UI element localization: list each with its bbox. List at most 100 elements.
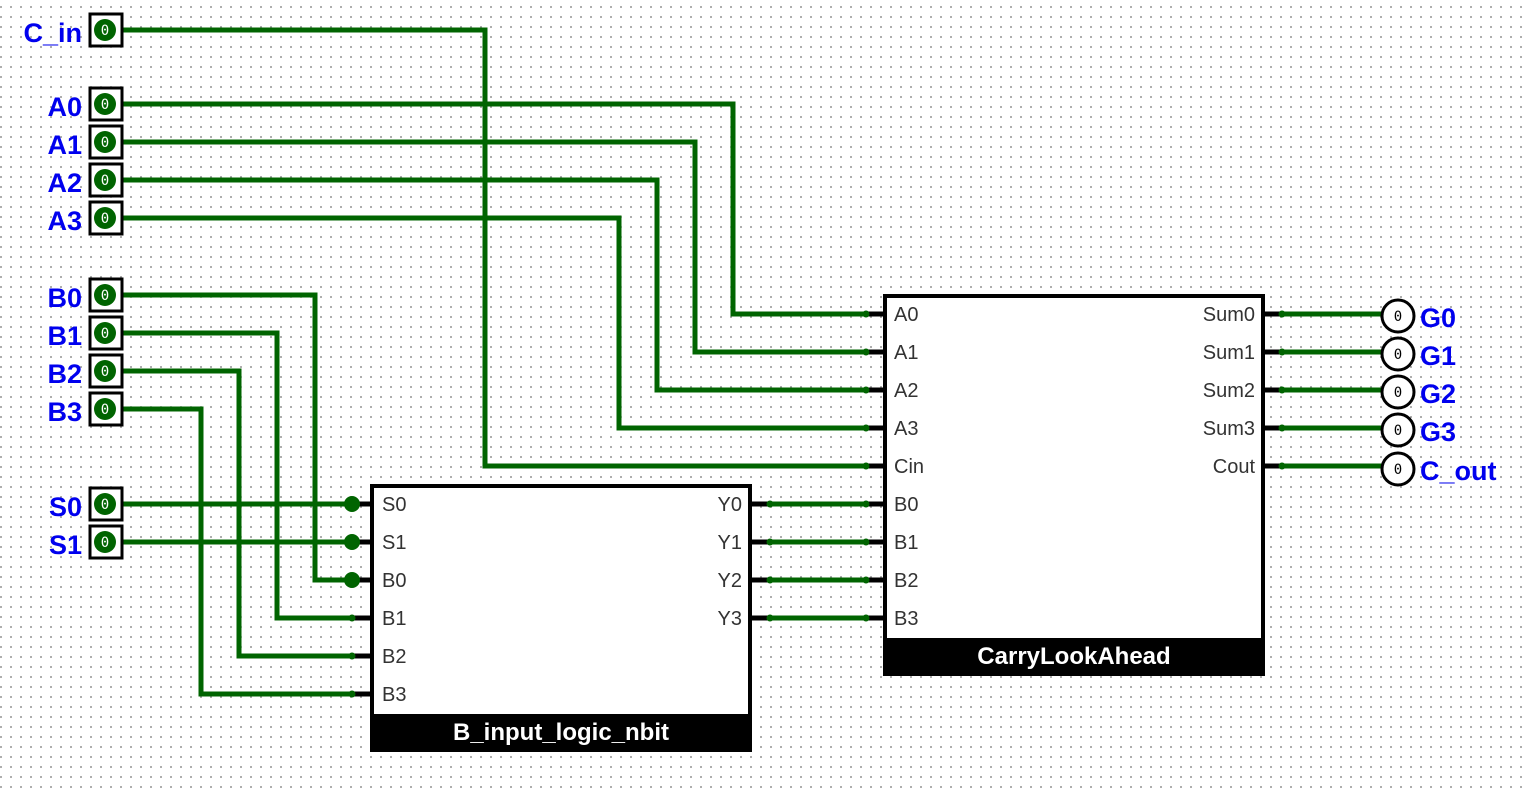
pin-led-icon — [94, 93, 116, 115]
pin-label: B1 — [47, 321, 82, 351]
cla-port-b1: B1 — [894, 532, 918, 554]
wire-b1 — [122, 330, 352, 621]
wire-cin — [122, 27, 866, 469]
port-dot — [862, 538, 870, 546]
pin-label: A0 — [47, 92, 82, 122]
port-dot — [862, 348, 870, 356]
cla-title-bar — [885, 638, 1263, 674]
input-pin-a2[interactable]: 0 A2 — [47, 162, 124, 198]
b-logic-port-b3: B3 — [382, 684, 406, 706]
b-logic-port-s1: S1 — [382, 532, 406, 554]
cla-port-a2: A2 — [894, 380, 918, 402]
input-pin-a0[interactable]: 0 A0 — [47, 86, 124, 122]
output-pin-c-out[interactable]: 0 C_out — [1380, 451, 1497, 487]
port-dot — [348, 614, 356, 622]
pin-led-icon — [94, 398, 116, 420]
junction-dot — [344, 534, 360, 550]
b-input-logic-block[interactable]: B_input_logic_nbit S0 S1 B0 B1 B2 B3 Y0 … — [352, 484, 770, 752]
cla-port-b3: B3 — [894, 608, 918, 630]
input-pin-s1[interactable]: 0 S1 — [49, 524, 124, 560]
cla-port-b2: B2 — [894, 570, 918, 592]
cla-port-sum1: Sum1 — [1203, 342, 1255, 364]
input-pin-a1[interactable]: 0 A1 — [47, 124, 124, 160]
wire-b0 — [122, 292, 352, 583]
b-logic-port-b1: B1 — [382, 608, 406, 630]
port-dot — [1278, 310, 1286, 318]
pin-value: 0 — [101, 402, 109, 418]
wire-b3 — [122, 406, 352, 697]
pin-label: S0 — [49, 492, 82, 522]
pin-led-icon — [94, 531, 116, 553]
input-pin-s0[interactable]: 0 S0 — [49, 486, 124, 522]
b-logic-port-b0: B0 — [382, 570, 406, 592]
carry-look-ahead-block[interactable]: CarryLookAhead A0 A1 A2 A3 Cin B0 B1 B2 … — [866, 294, 1282, 676]
port-dot — [1278, 348, 1286, 356]
pin-led-icon — [94, 131, 116, 153]
pin-led-icon — [94, 322, 116, 344]
port-dot — [862, 462, 870, 470]
cla-port-a1: A1 — [894, 342, 918, 364]
output-pin-g3[interactable]: 0 G3 — [1380, 412, 1456, 448]
pin-led-icon — [94, 169, 116, 191]
cla-port-cin: Cin — [894, 456, 924, 478]
pin-led-icon — [94, 207, 116, 229]
pin-label: S1 — [49, 530, 82, 560]
pin-label: A1 — [47, 130, 82, 160]
pin-value: 0 — [101, 23, 109, 39]
pin-led-icon — [94, 284, 116, 306]
output-pin-g2[interactable]: 0 G2 — [1380, 374, 1456, 410]
wire-a2 — [122, 177, 866, 393]
pin-value: 0 — [101, 97, 109, 113]
input-pin-b3[interactable]: 0 B3 — [47, 391, 124, 427]
pin-label: A3 — [47, 206, 82, 236]
cla-title: CarryLookAhead — [977, 643, 1170, 670]
input-pin-c-in[interactable]: 0 C_in — [23, 12, 124, 48]
pin-value: 0 — [1394, 309, 1402, 325]
b-logic-port-s0: S0 — [382, 494, 406, 516]
pin-label: C_out — [1420, 456, 1497, 486]
b-logic-port-y1: Y1 — [718, 532, 742, 554]
b-logic-port-y3: Y3 — [718, 608, 742, 630]
port-dot — [1278, 386, 1286, 394]
b-input-logic-title-bar — [372, 714, 750, 750]
input-pin-b0[interactable]: 0 B0 — [47, 277, 124, 313]
pin-label: G1 — [1420, 341, 1456, 371]
pin-value: 0 — [1394, 423, 1402, 439]
port-dot — [766, 614, 774, 622]
cla-port-cout: Cout — [1213, 456, 1256, 478]
pin-value: 0 — [101, 497, 109, 513]
port-dot — [862, 310, 870, 318]
port-dot — [766, 576, 774, 584]
pin-label: G2 — [1420, 379, 1456, 409]
input-pin-a3[interactable]: 0 A3 — [47, 200, 124, 236]
cla-port-b0: B0 — [894, 494, 918, 516]
port-dot — [1278, 424, 1286, 432]
connection-dots — [344, 310, 1286, 698]
cla-port-sum0: Sum0 — [1203, 304, 1255, 326]
input-pin-b1[interactable]: 0 B1 — [47, 315, 124, 351]
output-pin-g1[interactable]: 0 G1 — [1380, 336, 1456, 372]
pin-value: 0 — [101, 211, 109, 227]
pin-led-icon — [94, 19, 116, 41]
pin-value: 0 — [1394, 462, 1402, 478]
pin-label: G3 — [1420, 417, 1456, 447]
port-dot — [1278, 462, 1286, 470]
pin-led-icon — [94, 493, 116, 515]
output-pin-g0[interactable]: 0 G0 — [1380, 298, 1456, 334]
pin-value: 0 — [1394, 385, 1402, 401]
cla-port-sum3: Sum3 — [1203, 418, 1255, 440]
pin-value: 0 — [101, 288, 109, 304]
port-dot — [766, 500, 774, 508]
pin-led-icon — [94, 360, 116, 382]
input-pin-b2[interactable]: 0 B2 — [47, 353, 124, 389]
cla-port-sum2: Sum2 — [1203, 380, 1255, 402]
wire-b2 — [122, 368, 352, 659]
cla-port-a3: A3 — [894, 418, 918, 440]
pin-value: 0 — [101, 135, 109, 151]
b-logic-port-y2: Y2 — [718, 570, 742, 592]
pin-label: B2 — [47, 359, 82, 389]
port-dot — [348, 690, 356, 698]
pin-value: 0 — [1394, 347, 1402, 363]
pin-label: C_in — [23, 18, 82, 48]
